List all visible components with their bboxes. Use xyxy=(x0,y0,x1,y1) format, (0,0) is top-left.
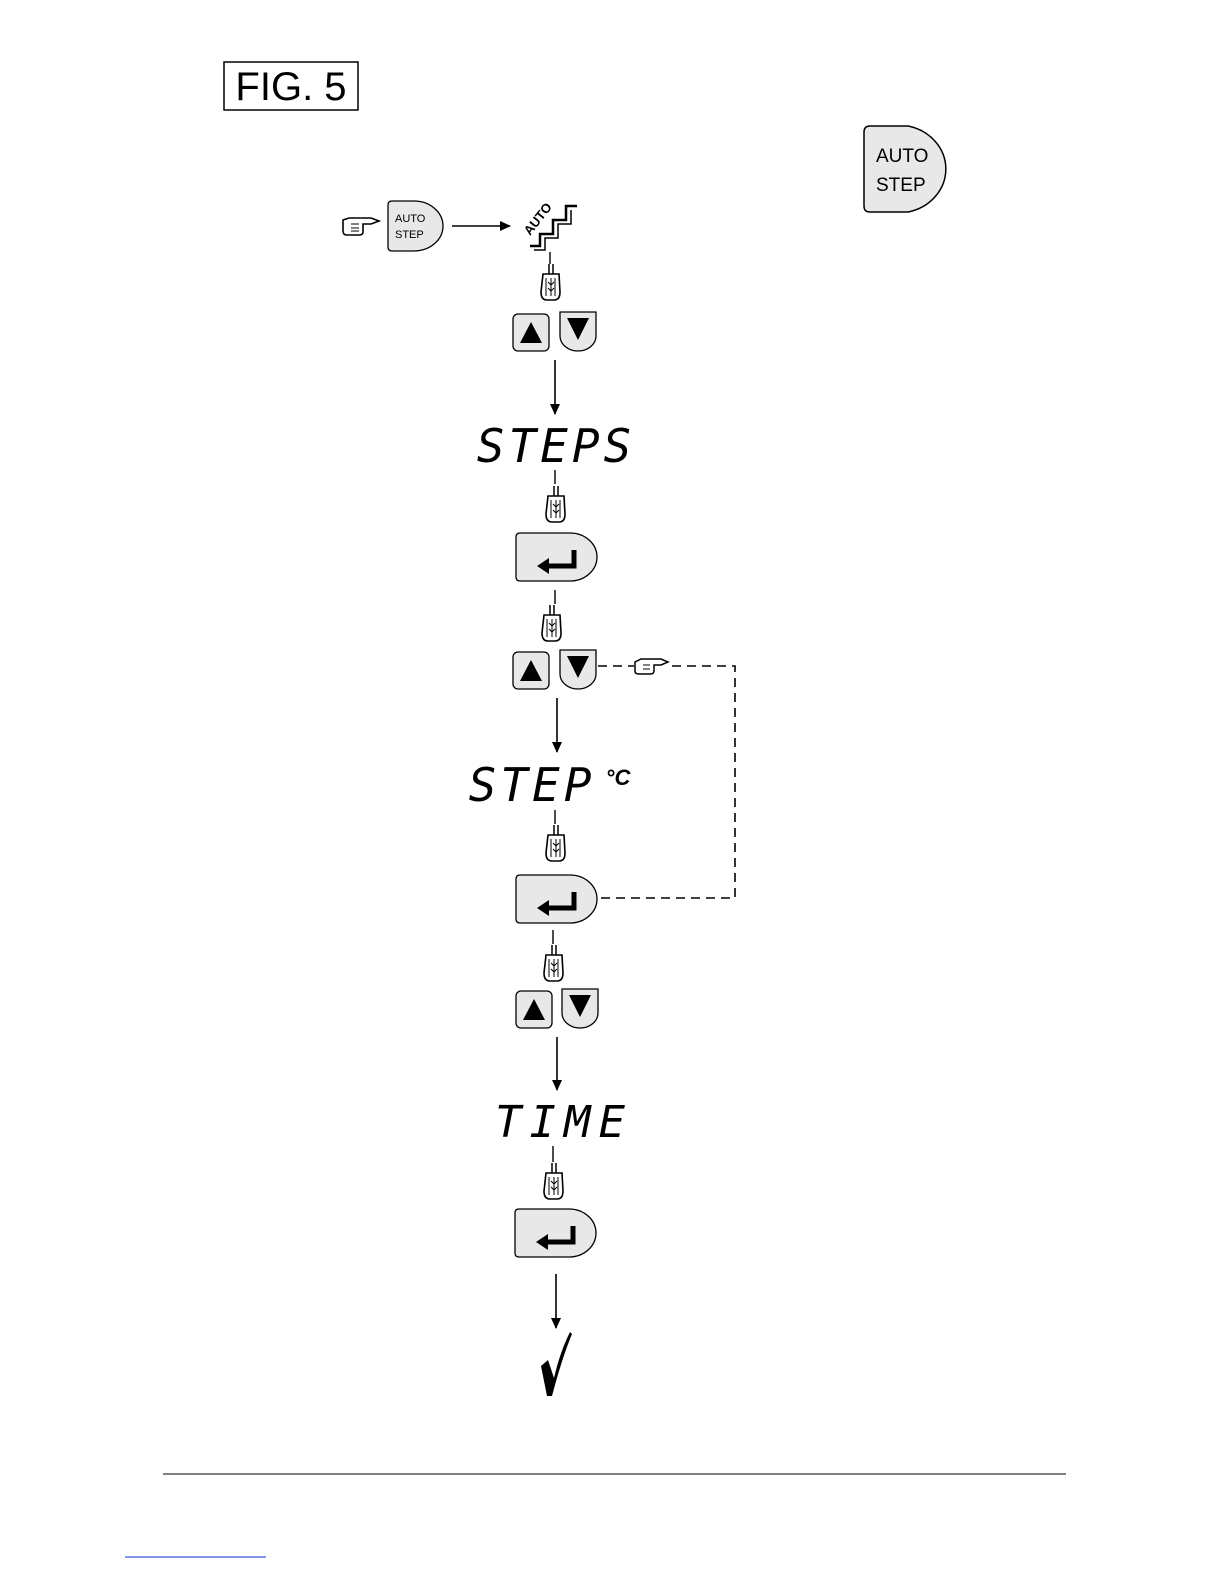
step-unit-label: °C xyxy=(606,765,632,790)
up-arrow-button[interactable] xyxy=(513,652,549,689)
pointing-hand-icon xyxy=(343,218,379,235)
step-display: STEP xyxy=(469,758,596,812)
up-arrow-button[interactable] xyxy=(513,314,549,351)
pressing-hand-icon xyxy=(546,486,565,522)
down-arrow-button[interactable] xyxy=(562,989,598,1028)
enter-button[interactable] xyxy=(516,875,597,923)
auto-indicator-label: AUTO xyxy=(521,200,555,238)
figure-title-text: FIG. 5 xyxy=(235,65,346,109)
down-arrow-button[interactable] xyxy=(560,650,596,689)
enter-button[interactable] xyxy=(516,533,597,581)
auto-step-button-line2: STEP xyxy=(395,229,424,241)
legend-auto-step-key: AUTO STEP xyxy=(864,126,946,212)
pressing-hand-icon xyxy=(544,1163,563,1199)
checkmark-icon xyxy=(541,1332,572,1396)
figure-title: FIG. 5 xyxy=(224,62,358,110)
legend-key-line1: AUTO xyxy=(876,146,928,167)
pressing-hand-icon xyxy=(546,825,565,861)
up-arrow-button[interactable] xyxy=(516,991,552,1028)
enter-button[interactable] xyxy=(515,1209,596,1257)
time-display: TIME xyxy=(495,1097,633,1148)
steps-display: STEPS xyxy=(477,419,635,473)
down-arrow-button[interactable] xyxy=(560,312,596,351)
pressing-hand-icon xyxy=(541,264,560,300)
auto-step-button[interactable]: AUTO STEP xyxy=(388,201,443,251)
pressing-hand-icon xyxy=(544,945,563,981)
legend-key-line2: STEP xyxy=(876,175,926,196)
pointing-hand-icon xyxy=(635,659,668,674)
auto-staircase-icon: AUTO xyxy=(521,200,577,250)
pressing-hand-icon xyxy=(542,605,561,641)
auto-step-button-line1: AUTO xyxy=(395,213,426,225)
